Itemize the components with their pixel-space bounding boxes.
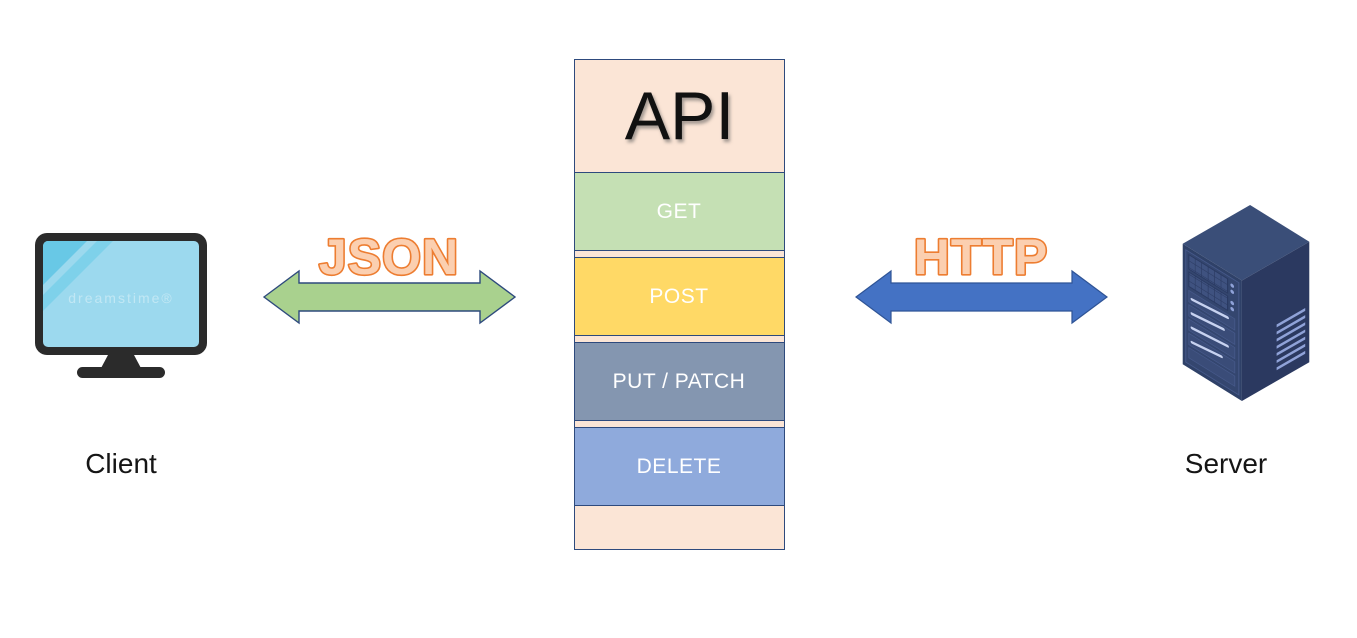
http-arrow-icon (855, 269, 1108, 325)
json-arrow-icon (263, 269, 516, 325)
server-front-details (1185, 248, 1240, 396)
api-title: API (624, 78, 735, 154)
monitor-stand-base (77, 367, 165, 378)
http-arrow-shape (855, 269, 1108, 325)
stock-watermark: dreamstime® (68, 290, 173, 306)
json-label-text: JSON (319, 229, 459, 285)
client-monitor-icon: dreamstime® (35, 233, 207, 378)
api-method-delete: DELETE (573, 427, 785, 506)
api-method-put-patch: PUT / PATCH (573, 342, 785, 421)
server-side-face (1241, 241, 1310, 401)
http-label: HTTP (912, 227, 1049, 286)
server-label: Server (1184, 448, 1268, 479)
server-tower-icon (1182, 205, 1310, 401)
api-method-post: POST (573, 257, 785, 336)
server-top-face (1182, 205, 1310, 281)
api-method-get: GET (573, 172, 785, 251)
json-label: JSON (317, 227, 459, 286)
monitor-stand-neck (100, 355, 142, 370)
screen-glare (43, 241, 113, 311)
server-side-vents (1276, 308, 1306, 371)
json-arrow-shape (263, 269, 516, 325)
http-label-text: HTTP (914, 229, 1049, 285)
client-label: Client (85, 448, 157, 479)
